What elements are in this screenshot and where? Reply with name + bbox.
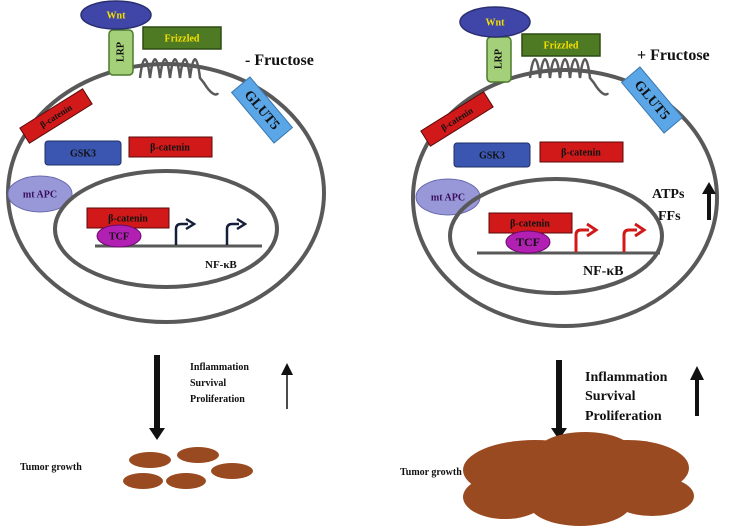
left-panel: LRP Wnt Frizzled - Fructose GLUT5 β-cate… <box>6 0 326 489</box>
left-wnt-label: Wnt <box>107 10 127 21</box>
right-outcome-arrowhead <box>551 428 567 440</box>
left-transcription-arrow-1 <box>174 222 188 245</box>
right-ffs-label: FFs <box>658 209 681 224</box>
left-transcription-arrowhead-1 <box>185 217 197 231</box>
left-tumor-growth-label: Tumor growth <box>20 462 82 473</box>
left-beta-catenin-cytoplasm <box>128 136 213 158</box>
left-gsk3-box <box>44 140 122 166</box>
right-tumor-growth-label: Tumor growth <box>400 467 462 478</box>
left-beta-catenin-nucleus-label: β-catenin <box>108 213 148 224</box>
left-tcf <box>96 224 142 248</box>
right-metabolite-up-arrowhead <box>702 182 716 194</box>
left-nfkb-label: NF-κB <box>205 259 237 271</box>
left-glut5-transporter: GLUT5 <box>230 76 294 144</box>
left-tumor-cells <box>123 447 253 489</box>
right-condition-label: + Fructose <box>637 47 710 64</box>
left-outcome-arrowhead <box>149 428 165 440</box>
right-cell-membrane <box>411 68 719 328</box>
right-atps-label: ATPs <box>652 187 685 202</box>
right-beta-catenin-cytoplasm-label: β-catenin <box>561 147 601 158</box>
right-frizzled-box <box>521 33 601 57</box>
right-nucleus <box>448 177 664 295</box>
left-outcome-proliferation: Proliferation <box>190 394 245 405</box>
left-lrp-receptor <box>108 29 134 76</box>
left-mt-apc <box>7 175 73 213</box>
right-outcome-inflammation: Inflammation <box>585 370 668 385</box>
right-outcome-up-arrowhead <box>690 366 704 380</box>
right-tcf-label: TCF <box>516 235 540 249</box>
right-frizzled-coil <box>528 58 610 96</box>
left-gsk3-label: GSK3 <box>70 148 96 159</box>
right-gsk3-box <box>453 142 531 168</box>
right-frizzled-label: Frizzled <box>544 40 579 51</box>
right-beta-catenin-membrane: β-catenin <box>420 91 494 147</box>
left-tcf-label: TCF <box>109 231 129 242</box>
right-glut5-transporter: GLUT5 <box>620 66 684 134</box>
left-frizzled-coil <box>138 58 220 96</box>
left-lrp-label: LRP <box>115 42 126 62</box>
right-nfkb-label: NF-κB <box>583 264 623 279</box>
right-outcome-survival: Survival <box>585 389 636 404</box>
left-frizzled-label: Frizzled <box>165 33 200 44</box>
right-tcf <box>505 230 551 254</box>
left-frizzled-box <box>142 26 222 50</box>
right-beta-catenin-cytoplasm <box>539 141 624 163</box>
right-lrp-label: LRP <box>493 49 504 69</box>
right-beta-catenin-nucleus-label: β-catenin <box>510 218 550 229</box>
left-wnt-ligand <box>80 0 152 30</box>
left-outcome-inflammation: Inflammation <box>190 362 249 373</box>
left-mt-apc-label: mt APC <box>23 189 57 200</box>
right-mt-apc-label: mt APC <box>431 192 465 203</box>
left-transcription-arrow-2 <box>225 222 239 245</box>
left-beta-catenin-cytoplasm-label: β-catenin <box>150 142 190 153</box>
right-panel: LRP Wnt Frizzled + Fructose GLUT5 β-cate… <box>400 6 719 526</box>
left-transcription-arrowhead-2 <box>236 217 248 231</box>
left-outcome-survival: Survival <box>190 378 226 389</box>
right-transcription-arrowhead-1 <box>586 222 599 238</box>
left-nucleus <box>53 169 279 289</box>
right-transcription-arrowhead-2 <box>634 222 647 238</box>
right-tumor-mass <box>463 432 694 526</box>
right-transcription-arrow-2 <box>622 228 637 252</box>
left-beta-catenin-membrane: β-catenin <box>19 88 93 144</box>
right-wnt-ligand <box>459 6 531 38</box>
left-condition-label: - Fructose <box>245 52 314 69</box>
right-transcription-arrow-1 <box>574 228 589 252</box>
right-wnt-label: Wnt <box>486 17 506 28</box>
right-gsk3-label: GSK3 <box>479 150 505 161</box>
right-outcome-proliferation: Proliferation <box>585 409 662 424</box>
